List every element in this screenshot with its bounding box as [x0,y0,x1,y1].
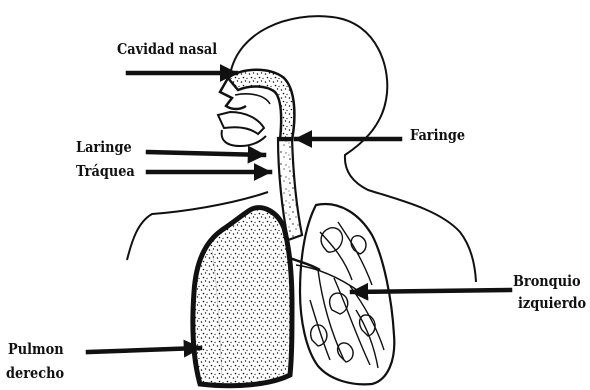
mouth-cavity [218,112,264,134]
label-cavidad-nasal: Cavidad nasal [117,40,217,58]
palate-line [235,94,270,104]
label-bronquio: Bronquio [513,272,581,290]
arrow-bronquio [352,290,510,292]
label-pulmon: Pulmon [8,340,64,358]
arrow-laringe [148,152,264,155]
label-izquierdo: izquierdo [518,294,586,312]
label-derecho: derecho [6,364,64,382]
label-laringe: Laringe [76,138,132,156]
arrow-pulmon [88,348,200,352]
right-lung [193,208,292,386]
label-faringe: Faringe [410,126,465,144]
label-traquea: Tráquea [76,162,135,180]
left-lung [300,204,394,384]
